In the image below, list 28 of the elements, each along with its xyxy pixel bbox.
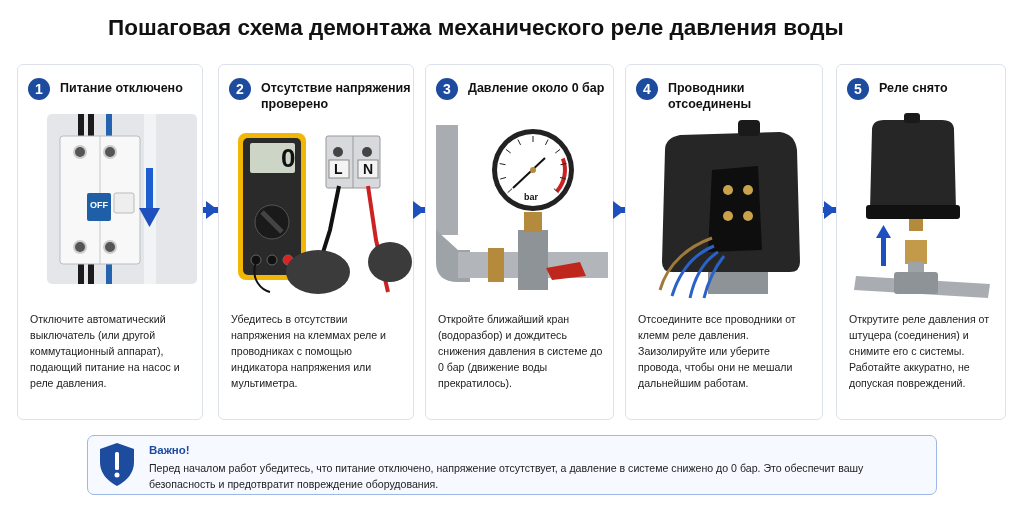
warning-text: Перед началом работ убедитесь, что питание отключено, напряжение отсутствует, а давление в системе снижено до 0 бар. Это обеспечит вашу безопасность и предотвратит повреждение оборудования. bbox=[149, 461, 865, 492]
step-description: Убедитесь в отсутствии напряжения на клеммах реле и проводниках с помощью индикатора напряжения или мультиметра. bbox=[231, 312, 387, 391]
step-number-badge: 2 bbox=[229, 78, 251, 100]
step-number-badge: 5 bbox=[847, 78, 869, 100]
step-heading: Питание отключено bbox=[60, 80, 184, 96]
step-description: Откройте ближайший кран (водоразбор) и дождитесь снижения давления в системе до 0 бар (движение воды прекратилось). bbox=[438, 312, 604, 391]
step-number-badge: 3 bbox=[436, 78, 458, 100]
warning-heading: Важно! bbox=[149, 445, 190, 457]
step-heading: Отсутствие напряжения проверено bbox=[261, 80, 411, 112]
terminal-label: N bbox=[363, 162, 374, 176]
step-number-badge: 1 bbox=[28, 78, 50, 100]
arrow bbox=[613, 201, 625, 219]
step-heading: Давление около 0 бар bbox=[468, 80, 606, 96]
step-description: Отсоедините все проводники от клемм реле давления. Заизолируйте или уберите провода, чтобы они не мешали дальнейшим работам. bbox=[638, 312, 797, 391]
step-description: Отключите автоматический выключатель (или другой коммутационный аппарат), подающий питание на насос и реле давления. bbox=[30, 312, 181, 391]
warning-box bbox=[87, 435, 937, 495]
step-heading: Реле снято bbox=[879, 80, 949, 96]
display-reading: 0 bbox=[281, 145, 296, 171]
unit-label: bar bbox=[524, 193, 538, 202]
arrow bbox=[413, 201, 425, 219]
switch-label: OFF bbox=[90, 201, 108, 210]
arrow bbox=[203, 201, 218, 219]
step-number-badge: 4 bbox=[636, 78, 658, 100]
step-heading: Проводники отсоединены bbox=[668, 80, 753, 112]
terminal-label: L bbox=[334, 162, 343, 176]
title: Пошаговая схема демонтажа механического реле давления воды bbox=[108, 15, 844, 41]
step-description: Открутите реле давления от штуцера (соединения) и снимите его с системы. Работайте аккуратно, не допуская повреждений. bbox=[849, 312, 991, 391]
arrow bbox=[823, 201, 836, 219]
